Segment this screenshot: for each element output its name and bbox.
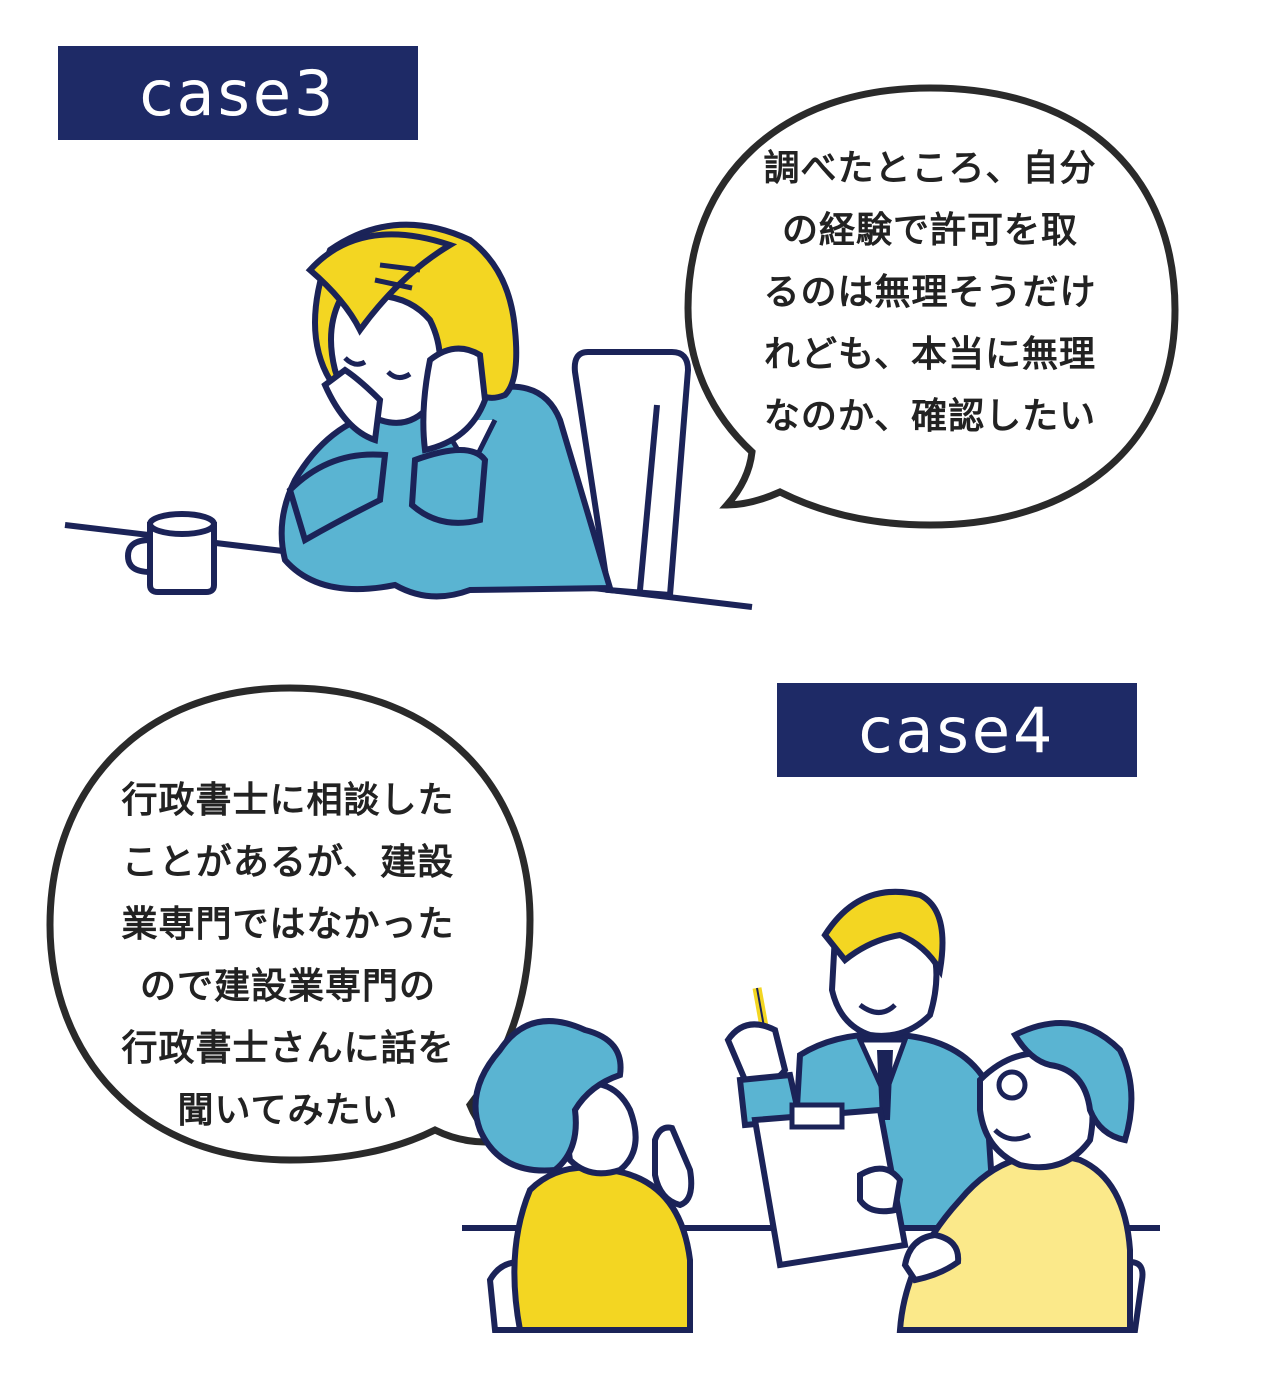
speech-line: 調べたところ、自分 [763,148,1097,189]
speech-line: るのは無理そうだけ [763,272,1097,313]
speech-line: 行政書士に相談した [121,780,455,821]
speech-bubble-case4 [46,684,534,1164]
case4-meeting-scene [462,888,1160,1333]
coffee-mug [124,511,217,595]
speech-line: 業専門ではなかった [121,904,455,945]
speech-line: ので建設業専門の [139,966,436,1007]
speech-line: れども、本当に無理 [764,334,1096,375]
case4-label: case4 [777,683,1137,777]
case3-speech-text: 調べたところ、自分 の経験で許可を取 るのは無理そうだけ れども、本当に無理 な… [740,138,1120,448]
consultant-man [724,888,999,1269]
client-woman [472,1018,695,1333]
speech-bubble-case3 [684,84,1179,529]
case3-label: case3 [58,46,418,140]
speech-line: の経験で許可を取 [781,210,1078,251]
speech-line: 聞いてみたい [177,1090,399,1131]
case4-speech-text: 行政書士に相談した ことがあるが、建設 業専門ではなかった ので建設業専門の 行… [88,770,488,1142]
speech-line: ことがあるが、建設 [121,842,455,883]
speech-line: なのか、確認したい [763,396,1097,437]
speech-line: 行政書士さんに話を [121,1028,455,1069]
client-older-man [896,1020,1135,1333]
case3-office-scene [64,221,753,610]
